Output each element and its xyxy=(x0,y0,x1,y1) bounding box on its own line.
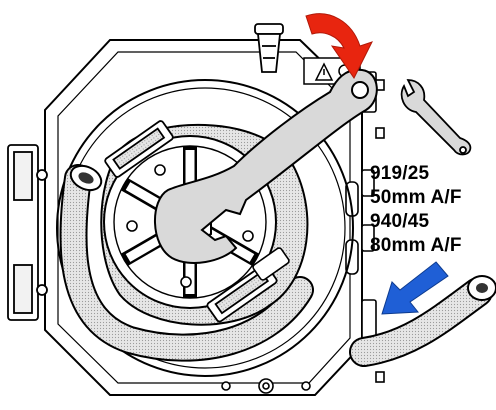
hose-end-left xyxy=(69,164,103,192)
outlet-hose xyxy=(349,275,496,367)
roller-shoe-bottom xyxy=(206,263,278,323)
spec-label-pump-2: 940/45 xyxy=(370,211,430,232)
arrow-down-left-icon xyxy=(381,261,449,315)
open-end-wrench-icon xyxy=(400,79,472,156)
curved-arrow-icon xyxy=(305,13,373,79)
filler-cap xyxy=(254,23,284,73)
spec-label-pump-1: 919/25 xyxy=(370,163,430,184)
bottom-bolts xyxy=(221,378,311,394)
spec-label-size-2: 80mm A/F xyxy=(370,235,462,256)
large-wrench xyxy=(154,68,378,264)
spec-label-size-1: 50mm A/F xyxy=(370,187,462,208)
roller-shoe-top xyxy=(104,120,174,178)
roller-shoe-right xyxy=(252,247,290,281)
left-hinge xyxy=(7,144,48,321)
